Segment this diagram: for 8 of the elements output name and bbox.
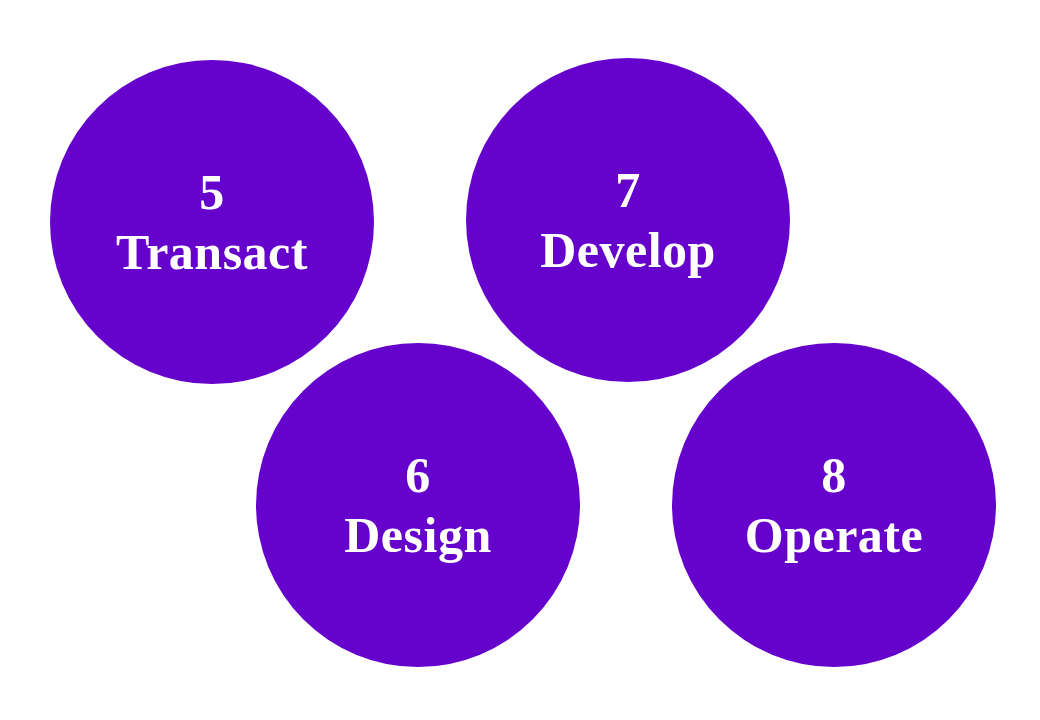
step-number: 5 bbox=[199, 163, 225, 222]
step-number: 8 bbox=[821, 446, 847, 505]
step-name: Develop bbox=[540, 221, 716, 280]
step-name: Operate bbox=[744, 506, 924, 565]
step-number: 7 bbox=[615, 161, 641, 220]
step-name: Transact bbox=[116, 223, 308, 282]
step-name: Design bbox=[344, 506, 492, 565]
step-number: 6 bbox=[405, 446, 431, 505]
